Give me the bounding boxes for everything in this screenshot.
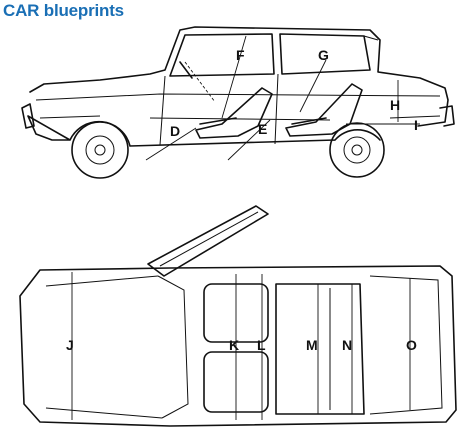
rear-pillar [363, 35, 379, 41]
label-I: I [414, 117, 418, 133]
label-K: K [229, 337, 239, 353]
dim-line-f [221, 35, 247, 119]
label-D: D [170, 123, 180, 139]
label-O: O [406, 337, 417, 353]
side-trim-line [35, 93, 441, 101]
front-window [169, 33, 275, 77]
dim-line-f1 [184, 61, 216, 103]
front-door-line [159, 73, 279, 146]
dim-line-d [145, 127, 197, 161]
hood-line [45, 275, 163, 419]
front-seat-side [195, 87, 273, 139]
front-bumper [21, 103, 35, 129]
open-door [147, 205, 269, 277]
side-lower-trim [39, 115, 441, 121]
label-H: H [390, 97, 400, 113]
dim-line-e [227, 119, 271, 161]
brand-logo: CAR blueprints [3, 1, 124, 21]
label-G: G [318, 47, 329, 63]
label-N: N [342, 337, 352, 353]
steering-wheel [179, 61, 193, 79]
side-body-outline [27, 26, 449, 147]
front-wheel [71, 121, 129, 179]
rear-deck [369, 275, 443, 415]
label-F: F [236, 47, 245, 63]
side-view: F G D E H I [21, 26, 455, 179]
label-M: M [306, 337, 318, 353]
rear-bumper [439, 105, 455, 127]
brand-blueprints: blueprints [43, 1, 124, 20]
rear-wheel [329, 122, 385, 178]
rear-seat-side [285, 83, 363, 137]
rear-bench [275, 283, 365, 415]
label-E: E [258, 121, 267, 137]
windshield [157, 275, 189, 419]
rear-window [279, 33, 371, 75]
label-J: J [66, 337, 74, 353]
top-body-outline [19, 265, 457, 427]
brand-car: CAR [3, 1, 40, 20]
open-door-inner [159, 211, 259, 267]
top-view: J K L M N O [19, 205, 457, 427]
label-L: L [257, 337, 266, 353]
dim-line-g [299, 59, 327, 113]
